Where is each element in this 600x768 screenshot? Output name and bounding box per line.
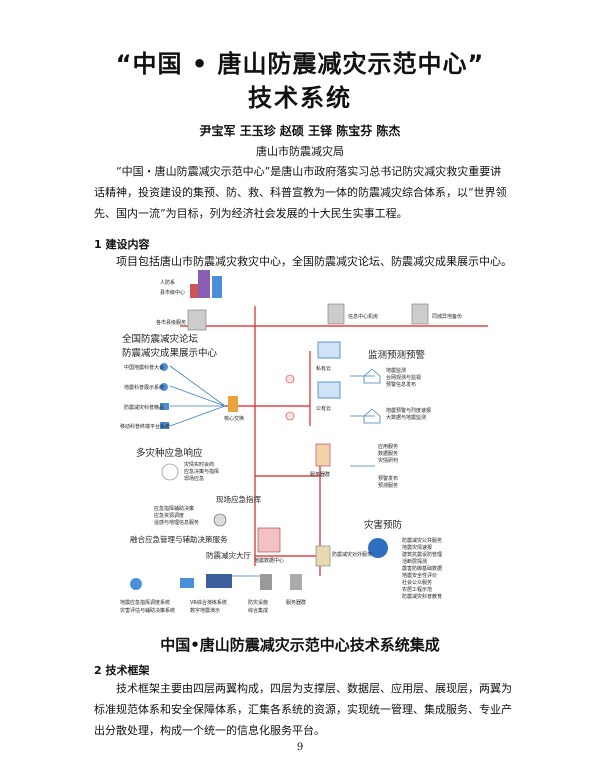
bottom-item: VR综合演练系统: [190, 599, 227, 606]
bottom-item: 服务器群: [286, 599, 306, 606]
data-center-label: 地震数据中心: [254, 557, 284, 564]
hall-label: 防震减灾大厅: [206, 550, 251, 560]
emergency-title: 多灾种应急响应: [136, 447, 203, 459]
figure-caption: 中国•唐山防震减灾示范中心技术系统集成: [160, 636, 440, 654]
command-item: 应急资源调度: [154, 512, 184, 519]
showcase-title: 防震减灾成果展示中心: [122, 347, 218, 359]
section2-paragraph: 技术框架主要由四层两翼构成，四层为支撑层、数据层、应用层、展现层，两翼为标准规范…: [94, 682, 512, 737]
dept-server-label: 各市县级服务: [156, 319, 186, 326]
monitor-item: 地震监测: [386, 367, 406, 374]
server-icon: [315, 545, 331, 567]
bottom-item: 数字地震演示: [190, 607, 220, 614]
page-number: 9: [296, 742, 304, 753]
prevention-item: 地震安全性评价: [402, 572, 437, 579]
emergency-item: 灾情实时会商: [184, 461, 214, 468]
forum-icons: [160, 363, 169, 429]
monitor-item: 大数据与地震监测: [386, 414, 426, 421]
server-item: 预警发布: [378, 475, 398, 482]
emergency-item: 现场应急: [184, 475, 204, 482]
prevention-item: 建筑抗震设防管理: [402, 551, 442, 558]
top-left-label-1: 人防系: [160, 279, 175, 286]
command-item: 应急指挥辅助决策: [154, 505, 194, 512]
command-label: 现场应急指挥: [216, 494, 261, 504]
cloud-label: 公有云: [316, 405, 331, 412]
prevention-item: 防震减灾科普教育: [402, 593, 442, 600]
house-icon: [363, 368, 381, 424]
forum-item: 防震减灾科普精品: [124, 404, 164, 411]
prevention-item: 防震减灾公共服务: [402, 537, 442, 544]
bottom-right-label: 防震减灾对外服务: [332, 551, 372, 558]
section1-paragraph: 项目包括唐山市防震减灾救灾中心，全国防震减灾论坛、防震减灾成果展示中心。: [116, 255, 512, 268]
forum-item: 中国地震科普大会: [124, 364, 164, 371]
bottom-item: 灾害评估与辅助决策系统: [120, 607, 175, 614]
core-switch-label: 核心交换: [224, 415, 244, 422]
bottom-item: 防灾设施: [248, 599, 268, 606]
server-item: 灾情研判: [378, 457, 398, 464]
forum-title: 全国防震减灾论坛: [122, 333, 199, 345]
shield-icon: [368, 538, 388, 558]
monitor-item: 台网观测与监视: [386, 374, 421, 381]
data-center-icon: [257, 527, 281, 553]
router-icon: [285, 374, 295, 384]
monitor-title: 监测预测预警: [368, 349, 426, 361]
bottom-left-title: 融合应急管理与辅助决策服务: [130, 534, 228, 544]
server-group-label: 服务器群: [310, 471, 330, 478]
top-left-label-2: 县市级中心: [160, 289, 185, 296]
prevention-item: 社会公众服务: [402, 579, 432, 586]
server-item: 应用服务: [378, 443, 398, 450]
bcp-label: 同城异地备份: [432, 313, 462, 320]
paper-title-line1: “中国 • 唐山防震减灾示范中心”: [115, 50, 485, 78]
router-icon: [285, 411, 295, 421]
command-item: 遥感与地理信息服务: [154, 519, 199, 526]
forum-item: 移动科普终端平台系统: [120, 423, 170, 430]
prevention-item: 活断层探测: [402, 558, 427, 565]
forum-item: 地震科普展示系统: [124, 384, 164, 391]
server-icon: [315, 443, 331, 467]
ambulance-icon: [161, 463, 179, 481]
prevention-list: 防震减灾公共服务 地震灾情速报 建筑抗震设防管理 活断层探测 震害防御基础数据 …: [402, 537, 442, 600]
affiliation: 唐山市防震减灾局: [256, 145, 344, 158]
intro-paragraph: “中国・唐山防震减灾示范中心”是唐山市政府落实习总书记防灾减灾救灾重要讲话精神，…: [94, 165, 507, 220]
server-item: 预测服务: [378, 482, 398, 489]
prevention-item: 农居工程示范: [402, 586, 432, 593]
monitor-item: 地震预警与烈度速报: [386, 407, 431, 414]
server-room-label: 信息中心机房: [348, 313, 378, 320]
paper-title-line2: 技术系统: [248, 84, 352, 112]
bottom-icons: [130, 574, 302, 590]
switch-icon: [228, 396, 238, 412]
system-integration-figure: 人防系 县市级中心 各市县级服务 信息中心机房 同城异地备份 全国防震减灾论坛 …: [120, 270, 488, 614]
authors: 尹宝军 王玉珍 赵硕 王铎 陈宝芬 陈杰: [199, 124, 401, 138]
monitor-item: 预警信息发布: [386, 381, 416, 388]
city-building-icon: [190, 270, 222, 298]
bottom-item: 综合集成: [248, 607, 268, 614]
server-item: 数据服务: [378, 450, 398, 457]
section2-heading: 2 技术框架: [94, 664, 150, 677]
prevention-title: 灾害预防: [364, 519, 403, 531]
bottom-item: 地震应急指挥调度系统: [120, 599, 170, 606]
monitor-screen-icon: [317, 341, 341, 399]
server-rack-icon: [187, 303, 429, 331]
emergency-item: 应急决策与指挥: [184, 468, 219, 475]
section1-heading: 1 建设内容: [94, 238, 150, 251]
prevention-item: 震害防御基础数据: [402, 565, 442, 572]
gear-icon: [213, 513, 227, 527]
prevention-item: 地震灾情速报: [402, 544, 432, 551]
cloud-label: 私有云: [316, 365, 331, 372]
